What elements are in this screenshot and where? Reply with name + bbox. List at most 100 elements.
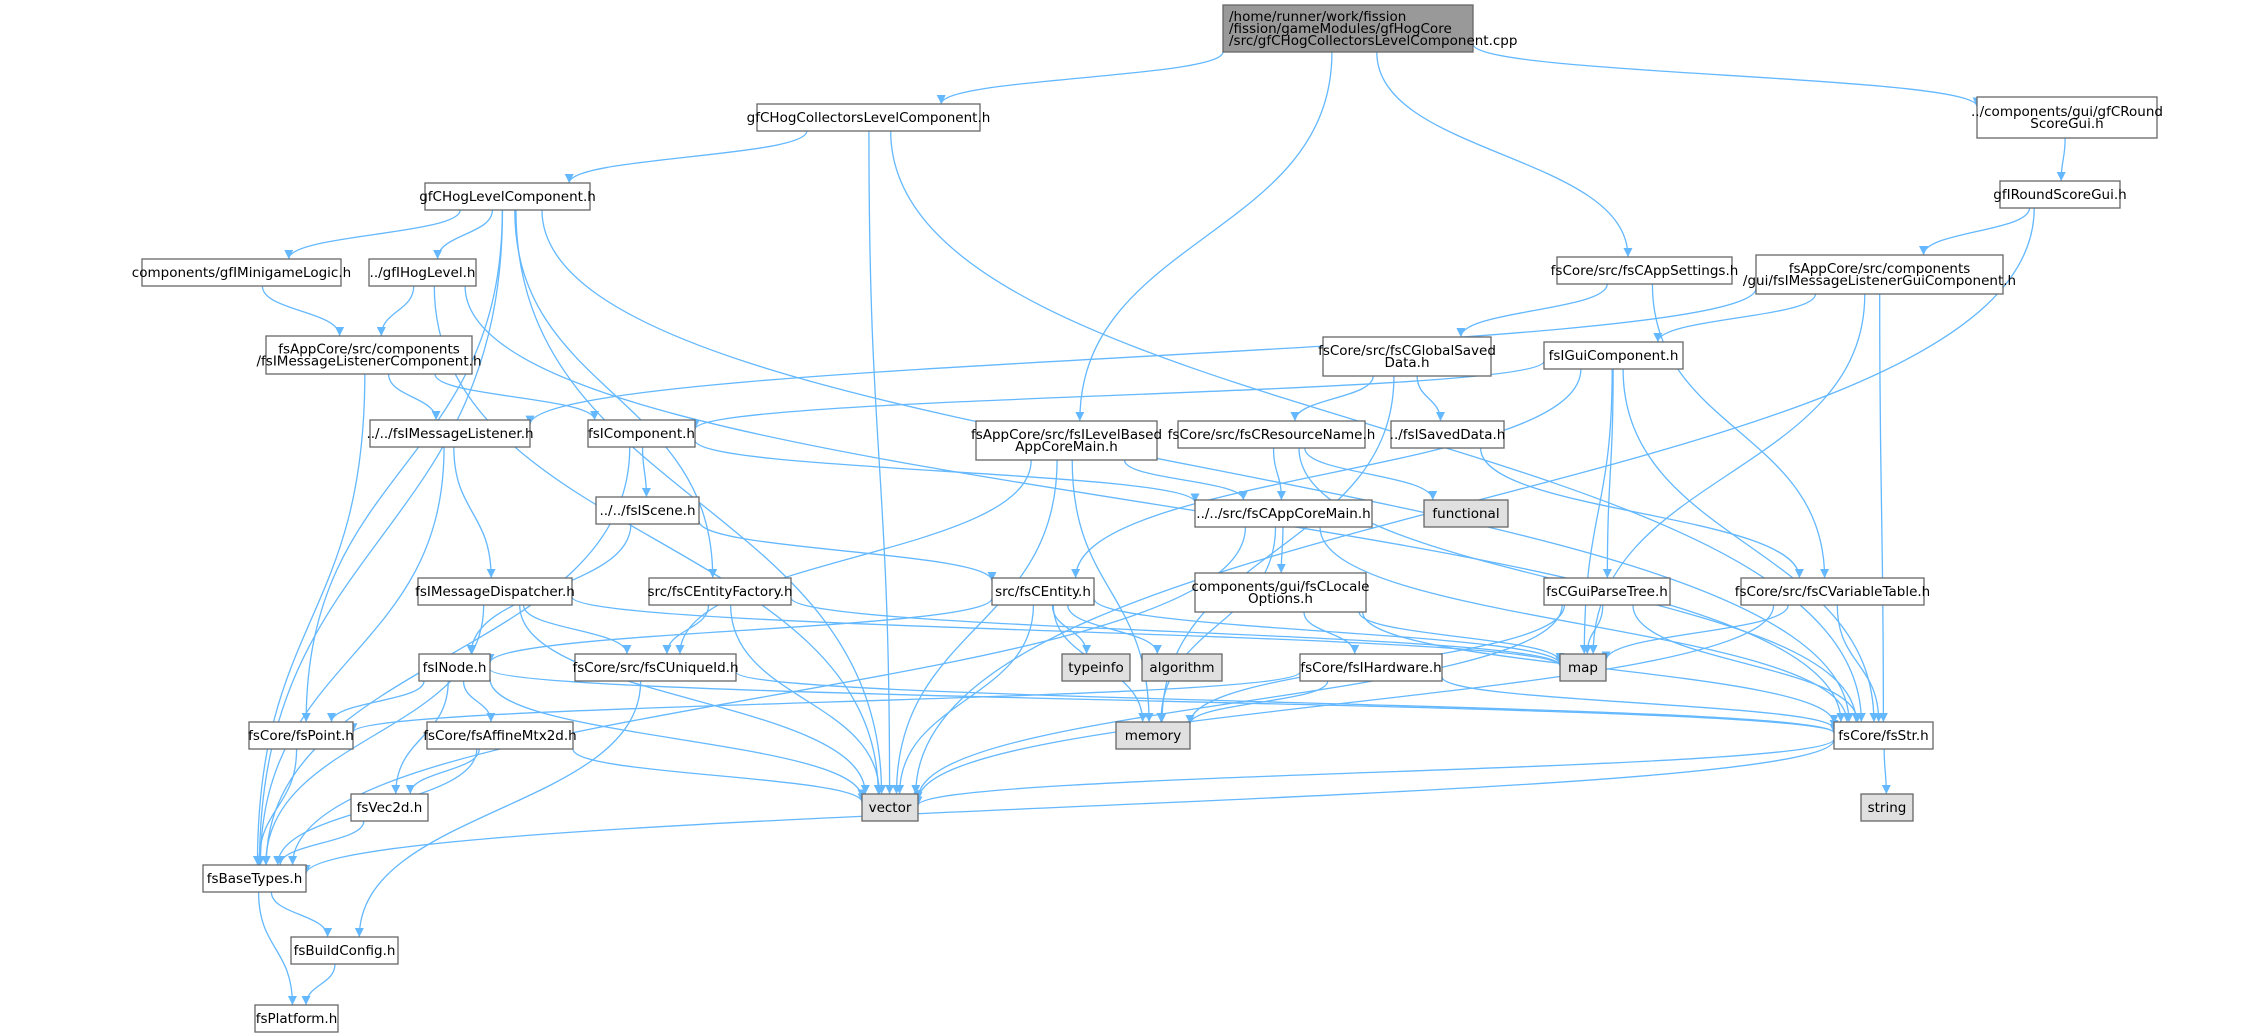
node-label: fsCore/src/fsCResourceName.h — [1168, 427, 1376, 443]
node-box — [1115, 721, 1191, 750]
node-box — [756, 103, 981, 132]
node-fs-inode[interactable]: fsINode.h — [418, 653, 491, 682]
node-box — [1740, 577, 1925, 606]
node-gf-iminigame-logic[interactable]: components/gfIMinigameLogic.h — [132, 258, 351, 287]
node-box — [1976, 96, 2158, 139]
node-fs-capp-settings[interactable]: fsCore/src/fsCAppSettings.h — [1551, 256, 1739, 285]
edge-fs-vec2d-to-fs-base-types — [275, 820, 365, 866]
node-label: ScoreGui.h — [2030, 116, 2103, 132]
node-fs-imessage-listener[interactable]: ../../fsIMessageListener.h — [366, 419, 534, 448]
node-box — [1543, 341, 1684, 370]
node-label: components/gui/fsCLocale — [1192, 579, 1370, 595]
edge-fs-imessage-listener-component-to-fs-base-types — [252, 373, 366, 866]
node-fs-cresource-name[interactable]: fsCore/src/fsCResourceName.h — [1168, 420, 1376, 449]
node-fs-icomponent[interactable]: fsIComponent.h — [587, 419, 696, 448]
node-gf-iround-score-gui[interactable]: gfIRoundScoreGui.h — [1993, 180, 2127, 209]
node-fs-centity[interactable]: src/fsCEntity.h — [991, 577, 1095, 606]
node-label: functional — [1432, 506, 1499, 522]
node-fs-isaved-data[interactable]: ../fsISavedData.h — [1390, 420, 1506, 449]
edge-root-to-fs-capp-settings — [1376, 51, 1633, 258]
edge-gf-chog-collectors-level-component-to-vector — [868, 130, 895, 795]
edge-fs-base-types-to-fs-platform — [257, 891, 297, 1006]
edge-root-to-fs-ilevel-based-app-core-main — [1075, 51, 1333, 422]
edge-fs-imessage-listener-gui-component-to-fs-imessage-listener — [525, 288, 1757, 425]
edge-fs-centity-factory-to-fs-cunique-id — [662, 604, 710, 655]
node-fs-str[interactable]: fsCore/fsStr.h — [1833, 721, 1934, 750]
node-fs-imessage-listener-gui-component[interactable]: fsAppCore/src/components/gui/fsIMessageL… — [1743, 254, 2016, 295]
node-fs-platform[interactable]: fsPlatform.h — [254, 1004, 339, 1033]
node-box — [991, 577, 1095, 606]
node-fs-centity-factory[interactable]: src/fsCEntityFactory.h — [647, 577, 793, 606]
edge-fs-inode-to-fs-affine-mtx2d — [462, 680, 496, 723]
edge-fs-ilevel-based-app-core-main-to-fs-capp-core-main — [1123, 459, 1248, 501]
nodes-layer: /home/runner/work/fission/fission/gameMo… — [132, 4, 2163, 1033]
node-gf-chog-collectors-level-component[interactable]: gfCHogCollectorsLevelComponent.h — [747, 103, 991, 132]
node-box — [290, 936, 399, 965]
node-fs-capp-core-main[interactable]: ../../src/fsCAppCoreMain.h — [1194, 499, 1373, 528]
node-fs-base-types[interactable]: fsBaseTypes.h — [202, 864, 307, 893]
node-box — [141, 258, 342, 287]
node-box — [426, 721, 574, 750]
edge-fs-cvariable-table-to-fs-str — [1836, 604, 1884, 723]
node-label: fsAppCore/src/components — [1789, 261, 1971, 277]
node-root[interactable]: /home/runner/work/fission/fission/gameMo… — [1222, 4, 1517, 53]
node-label: ../components/gui/gfCRound — [1971, 104, 2163, 120]
edge-fs-centity-factory-to-map — [790, 597, 1565, 667]
node-gf-chog-level-component[interactable]: gfCHogLevelComponent.h — [419, 182, 596, 211]
node-fs-igui-component[interactable]: fsIGuiComponent.h — [1543, 341, 1684, 370]
node-fs-iscene[interactable]: ../../fsIScene.h — [595, 496, 700, 525]
edge-gf-chog-collectors-level-component-to-fs-str — [890, 130, 1866, 723]
edge-fs-igui-component-to-fs-cgui-parse-tree — [1602, 368, 1614, 579]
node-fs-build-config[interactable]: fsBuildConfig.h — [290, 936, 399, 965]
node-fs-vec2d[interactable]: fsVec2d.h — [350, 793, 429, 822]
node-box — [1559, 653, 1607, 682]
node-label: fsIComponent.h — [588, 426, 695, 442]
edge-fs-capp-core-main-to-fs-base-types — [288, 526, 1247, 866]
node-box — [1194, 499, 1373, 528]
node-gf-ihog-level[interactable]: ../gfIHogLevel.h — [368, 258, 477, 287]
node-box — [1999, 180, 2121, 209]
node-box — [417, 577, 573, 606]
node-fs-cgui-parse-tree[interactable]: fsCGuiParseTree.h — [1543, 577, 1671, 606]
node-fs-point[interactable]: fsCore/fsPoint.h — [248, 721, 354, 750]
edge-fs-imessage-dispatcher-to-fs-base-types — [261, 604, 485, 866]
edge-gf-chog-level-component-to-gf-iminigame-logic — [284, 209, 461, 260]
node-map: map — [1559, 653, 1607, 682]
edge-fs-point-to-fs-base-types — [254, 748, 298, 866]
node-fs-imessage-listener-component[interactable]: fsAppCore/src/components/fsIMessageListe… — [256, 335, 482, 375]
node-label: components/gfIMinigameLogic.h — [132, 265, 351, 281]
node-fs-cunique-id[interactable]: fsCore/src/fsCUniqueId.h — [572, 653, 739, 682]
node-label: ../gfIHogLevel.h — [370, 265, 476, 281]
node-label: memory — [1125, 728, 1181, 744]
edge-fs-inode-to-fs-vec2d — [391, 680, 449, 795]
node-label: ../../fsIMessageListener.h — [366, 426, 533, 442]
edge-fs-igui-component-to-fs-str — [1622, 368, 1879, 723]
node-box — [861, 793, 919, 822]
node-label: fsCore/fsAffineMtx2d.h — [423, 728, 576, 744]
node-box — [1755, 254, 2004, 295]
node-fs-cvariable-table[interactable]: fsCore/src/fsCVariableTable.h — [1735, 577, 1930, 606]
node-label: typeinfo — [1068, 660, 1123, 676]
node-fs-ihardware[interactable]: fsCore/fsIHardware.h — [1299, 653, 1443, 682]
node-label: gfIRoundScoreGui.h — [1993, 187, 2126, 203]
edge-fs-base-types-to-fs-build-config — [270, 891, 333, 938]
node-box — [574, 653, 737, 682]
edge-fs-imessage-listener-to-fs-imessage-dispatcher — [453, 446, 496, 579]
node-fs-imessage-dispatcher[interactable]: fsIMessageDispatcher.h — [415, 577, 575, 606]
node-label: string — [1868, 800, 1907, 816]
node-label: map — [1568, 660, 1598, 676]
node-fs-affine-mtx2d[interactable]: fsCore/fsAffineMtx2d.h — [423, 721, 577, 750]
node-label: /fsIMessageListenerComponent.h — [256, 354, 481, 370]
node-label: Data.h — [1384, 355, 1429, 371]
node-label: fsCore/src/fsCUniqueId.h — [572, 660, 738, 676]
node-label: fsCore/fsPoint.h — [248, 728, 354, 744]
edge-fs-imessage-listener-component-to-fs-imessage-listener — [387, 373, 441, 421]
edge-fs-cresource-name-to-functional — [1304, 447, 1438, 501]
node-label: AppCoreMain.h — [1015, 439, 1118, 455]
node-label: ../../src/fsCAppCoreMain.h — [1196, 506, 1370, 522]
